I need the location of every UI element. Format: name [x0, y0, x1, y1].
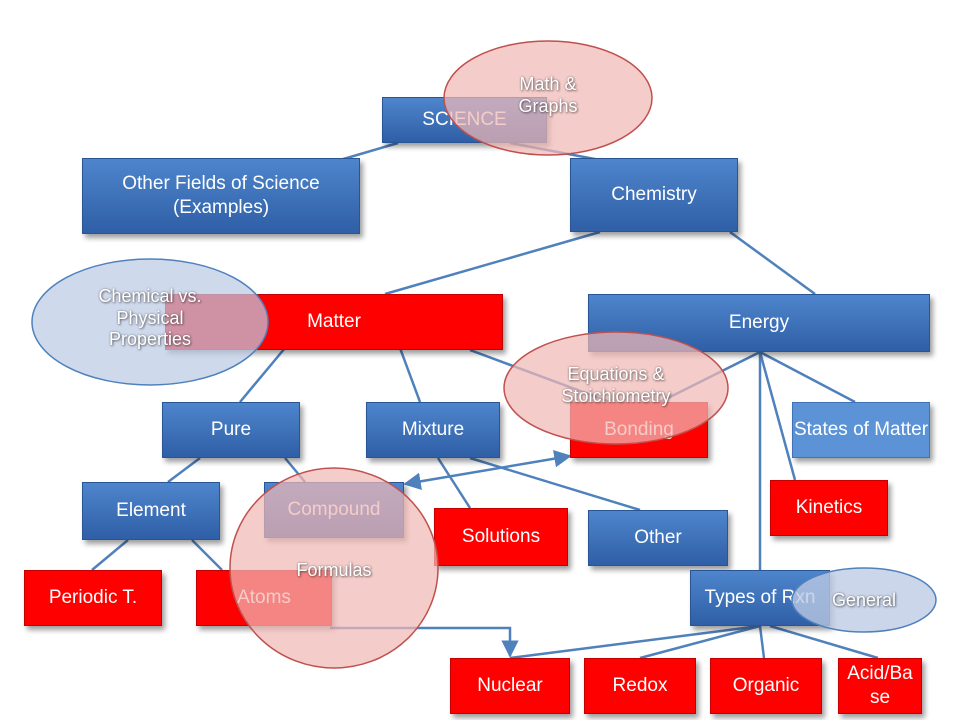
line-energy-bonding — [659, 350, 761, 404]
line-pure-compound — [284, 457, 306, 483]
node-nuclear: Nuclear — [450, 658, 570, 714]
node-element: Element — [82, 482, 220, 540]
node-science: SCIENCE — [382, 97, 547, 143]
node-atoms: Atoms — [196, 570, 332, 626]
line-chemistry-matter — [384, 230, 601, 296]
arrow-atoms-nuclear — [330, 626, 519, 658]
node-types-of-rxn: Types of Rxn — [690, 570, 830, 626]
line-energy-kinetics — [758, 351, 797, 481]
line-mixture-solutions — [436, 457, 472, 509]
line-rxn-acid-base — [769, 624, 879, 660]
line-element-atoms — [191, 539, 223, 571]
node-pure: Pure — [162, 402, 300, 458]
node-states-of-matter: States of Matter — [792, 402, 930, 458]
node-acid-base: Acid/Ba se — [838, 658, 922, 714]
node-other-fields-of-science: Other Fields of Science (Examples) — [82, 158, 360, 234]
line-rxn-redox — [639, 624, 761, 660]
node-redox: Redox — [584, 658, 696, 714]
node-other: Other — [588, 510, 728, 566]
node-kinetics: Kinetics — [770, 480, 888, 536]
node-organic: Organic — [710, 658, 822, 714]
line-rxn-nuclear — [509, 624, 761, 660]
node-solutions: Solutions — [434, 508, 568, 566]
line-rxn-organic — [758, 625, 766, 659]
line-element-periodic — [91, 539, 129, 571]
line-energy-states — [759, 350, 856, 404]
node-compound: Compound — [264, 482, 404, 538]
node-bonding: Bonding — [570, 402, 708, 458]
node-energy: Energy — [588, 294, 930, 352]
line-chemistry-energy — [729, 230, 816, 296]
node-mixture: Mixture — [366, 402, 500, 458]
node-matter: Matter — [165, 294, 503, 350]
line-pure-element — [167, 457, 201, 483]
line-matter-pure — [239, 347, 286, 403]
line-matter-bonding — [469, 348, 611, 404]
node-periodic-t: Periodic T. — [24, 570, 162, 626]
line-mixture-other — [469, 456, 641, 512]
line-matter-mixture — [398, 347, 422, 403]
node-chemistry: Chemistry — [570, 158, 738, 232]
line-science-other-fields — [339, 141, 399, 162]
